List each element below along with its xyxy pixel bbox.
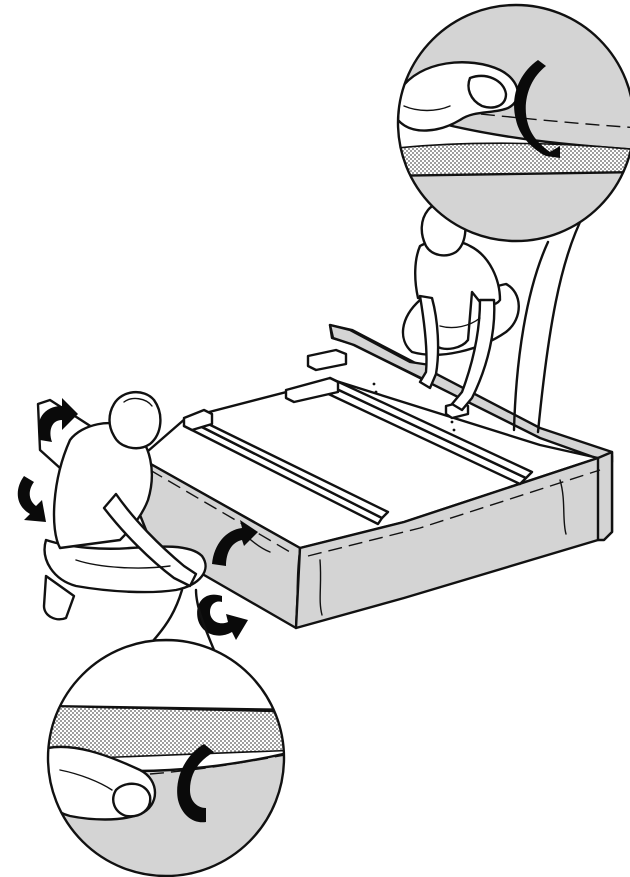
arrow-bottom [197,595,248,640]
person-left-head [110,392,161,448]
slat-bracket-top [308,350,346,370]
detail-circle-top [380,0,630,260]
callout-pointer-top [514,214,584,432]
arrow-lower-left [18,476,46,522]
detail-circle-bottom [40,640,300,877]
corner-right [598,452,612,540]
